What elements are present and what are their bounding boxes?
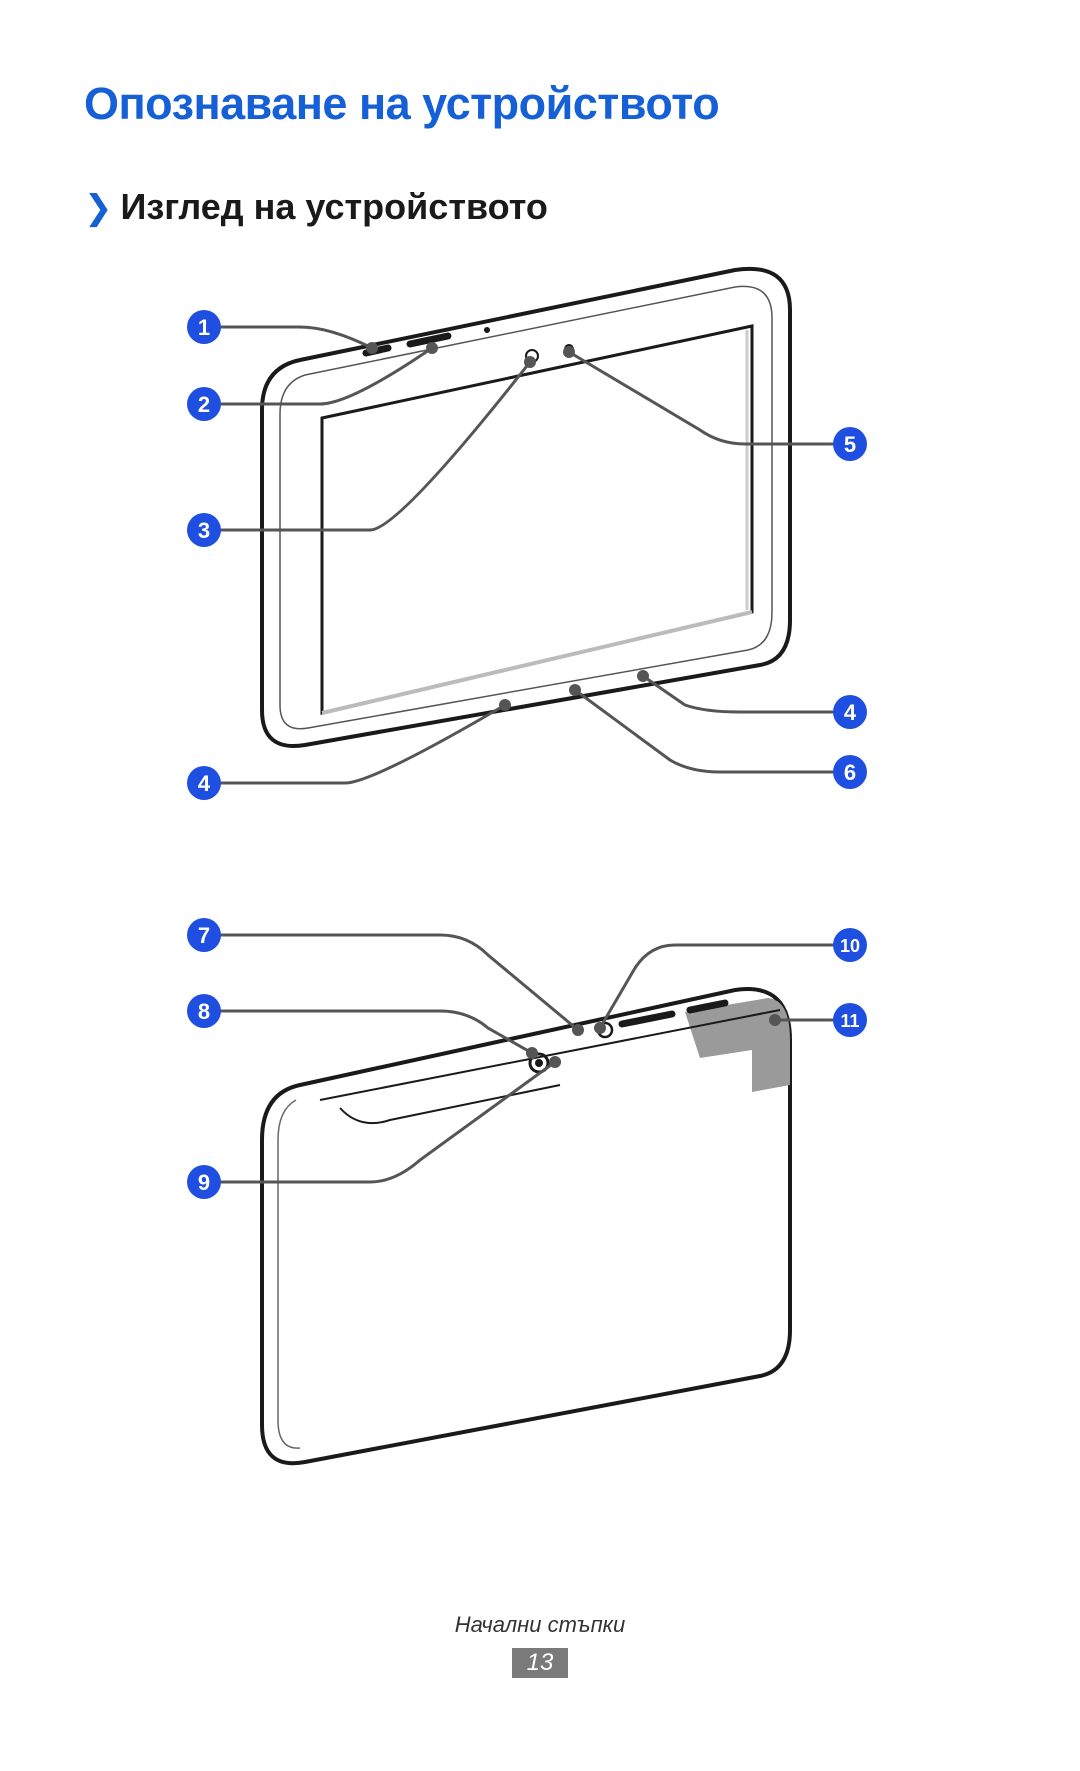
callout-3: 3 xyxy=(187,513,221,547)
callout-8-label: 8 xyxy=(198,999,210,1024)
back-leader-lines xyxy=(220,933,835,1184)
callout-6: 6 xyxy=(833,755,867,789)
callout-10: 10 xyxy=(833,928,867,962)
callout-4-right-label: 4 xyxy=(844,700,857,725)
page-number: 13 xyxy=(512,1648,568,1678)
callout-7-label: 7 xyxy=(198,923,210,948)
device-back-view xyxy=(260,987,792,1466)
callout-5-label: 5 xyxy=(844,432,856,457)
chevron-right-icon: ❯ xyxy=(84,189,113,227)
callout-4-left: 4 xyxy=(187,766,221,800)
callout-1-label: 1 xyxy=(198,315,210,340)
callout-badges: 1 2 3 4 5 4 6 7 8 9 10 11 xyxy=(187,310,867,1199)
callout-4-right: 4 xyxy=(833,695,867,729)
device-front-view xyxy=(260,266,792,748)
callout-9-label: 9 xyxy=(198,1170,210,1195)
callout-5: 5 xyxy=(833,427,867,461)
page-title: Опознаване на устройството xyxy=(84,78,720,129)
section-heading: ❯Изглед на устройството xyxy=(84,186,548,228)
callout-3-label: 3 xyxy=(198,518,210,543)
callout-4-left-label: 4 xyxy=(198,771,211,796)
callout-8: 8 xyxy=(187,994,221,1028)
callout-10-label: 10 xyxy=(840,936,860,956)
callout-9: 9 xyxy=(187,1165,221,1199)
section-title: Изглед на устройството xyxy=(120,186,548,227)
footer-section-label: Начални стъпки xyxy=(454,1612,626,1637)
front-leader-lines xyxy=(220,325,835,785)
callout-7: 7 xyxy=(187,918,221,952)
callout-1: 1 xyxy=(187,310,221,344)
callout-2: 2 xyxy=(187,387,221,421)
callout-2-label: 2 xyxy=(198,392,210,417)
callout-11-label: 11 xyxy=(840,1011,859,1031)
callout-11: 11 xyxy=(833,1003,867,1037)
callout-6-label: 6 xyxy=(844,760,856,785)
